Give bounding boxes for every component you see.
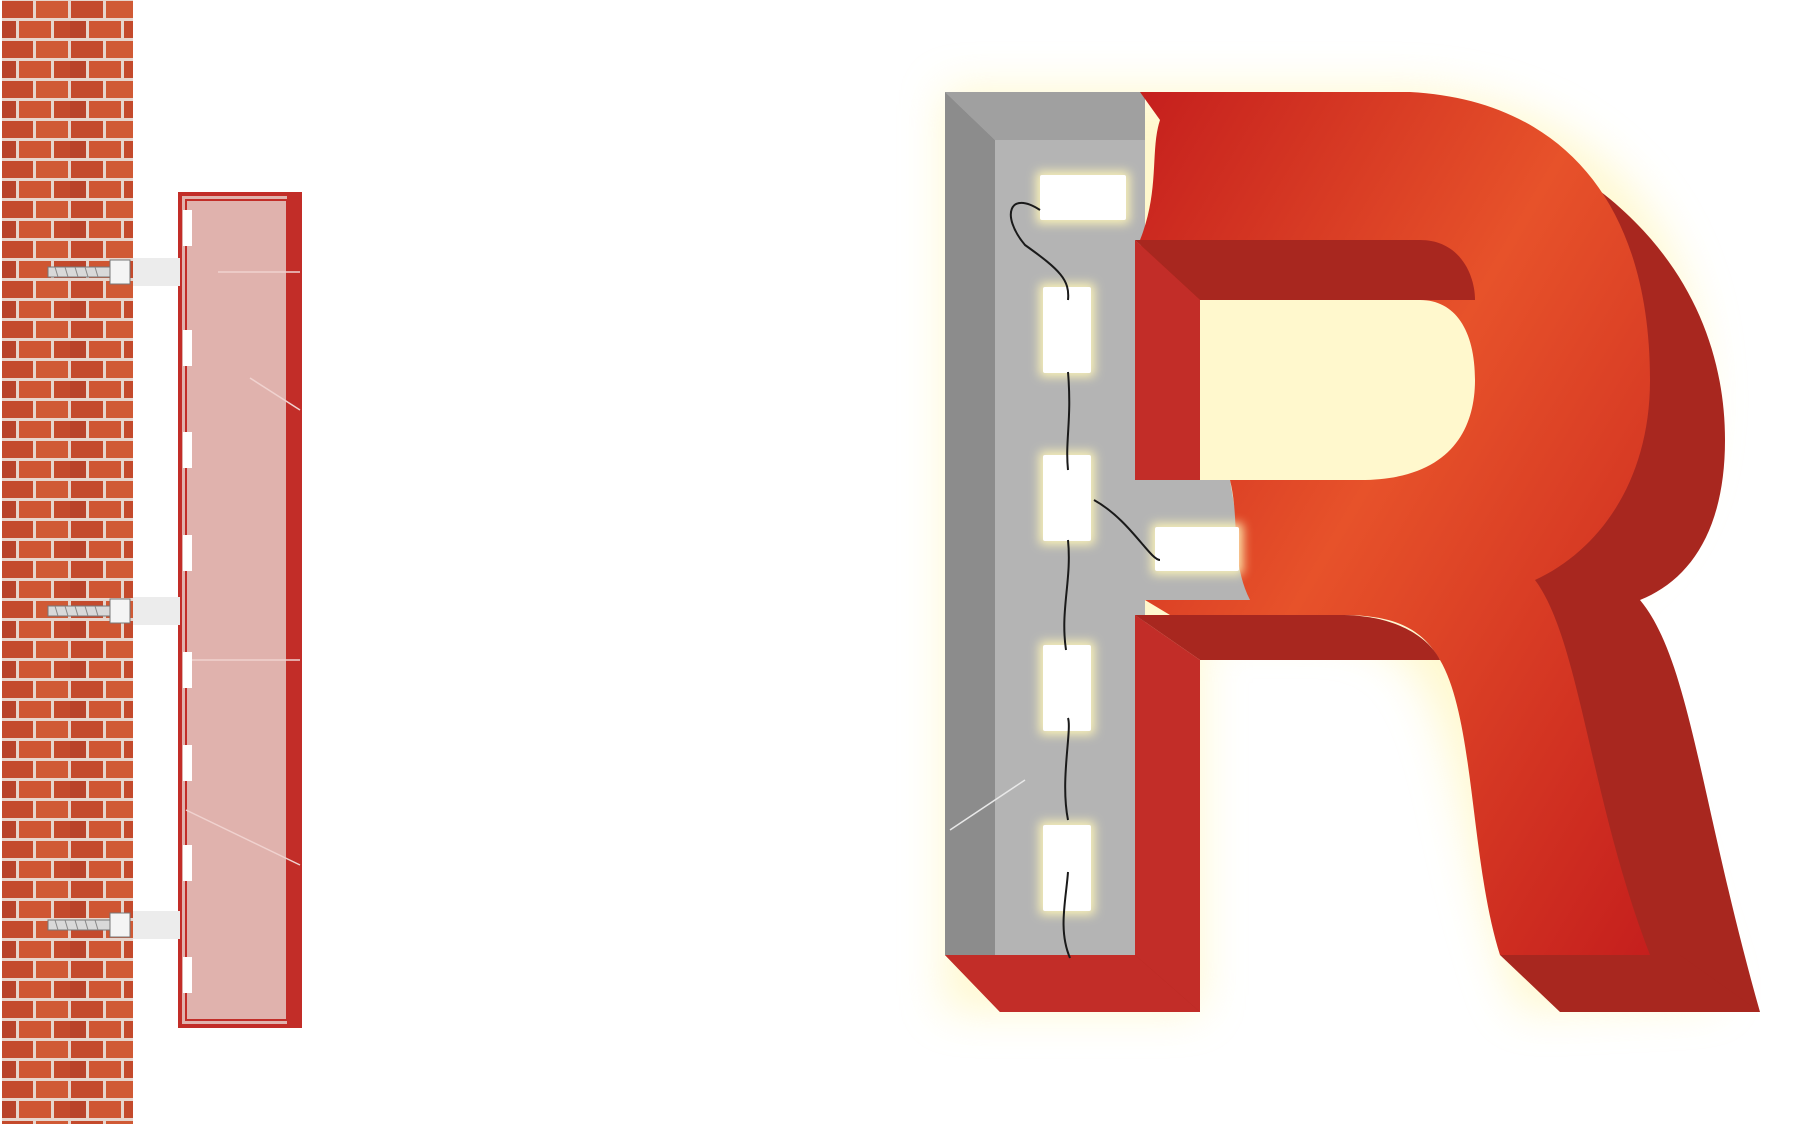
wall-anchor-bolt-icon: [47, 911, 180, 939]
anchor-bolts: [47, 258, 180, 939]
edge-marker: [183, 957, 192, 993]
led-modules: [1036, 171, 1243, 915]
led-module-icon: [1039, 283, 1095, 377]
edge-marker: [183, 745, 192, 781]
edge-marker: [183, 652, 192, 688]
led-edge-markers: [183, 210, 192, 993]
edge-marker: [183, 432, 192, 468]
brick-wall-icon: [2, 0, 133, 1124]
leader-line: [949, 779, 1026, 831]
led-module-icon: [1039, 821, 1095, 915]
edge-marker: [183, 210, 192, 246]
wall-anchor-bolt-icon: [47, 597, 180, 625]
edge-marker: [183, 845, 192, 881]
wall-anchor-bolt-icon: [47, 258, 180, 286]
wiring: [1009, 201, 1161, 959]
led-module-icon: [1036, 171, 1130, 224]
led-module-icon: [1151, 523, 1243, 575]
side-panel: [178, 192, 302, 1028]
led-module-icon: [1039, 641, 1095, 735]
edge-marker: [183, 535, 192, 571]
led-module-icon: [1039, 451, 1095, 545]
edge-marker: [183, 330, 192, 366]
